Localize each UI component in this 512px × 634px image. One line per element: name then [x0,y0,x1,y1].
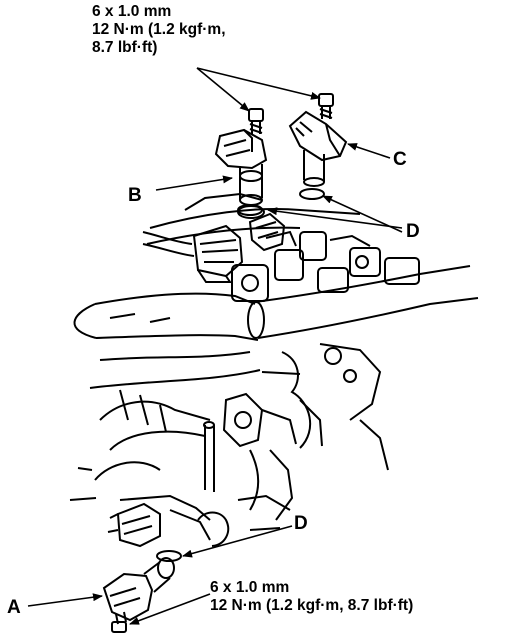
torque-spec-lower-size: 6 x 1.0 mm [210,579,290,596]
arrow-spec-to-bolt-b [196,67,250,112]
torque-spec-lower: 6 x 1.0 mm 12 N·m (1.2 kgf·m, 8.7 lbf·ft… [210,579,413,615]
sensor-a-drawing [102,502,182,633]
engine-block-outline [69,192,479,547]
torque-spec-upper: 6 x 1.0 mm 12 N·m (1.2 kgf·m, 8.7 lbf·ft… [92,3,226,57]
arrow-a [27,593,103,607]
sensor-c-drawing [288,93,348,200]
torque-spec-upper-torque: 12 N·m (1.2 kgf·m, [92,21,226,38]
torque-spec-lower-torque: 12 N·m (1.2 kgf·m, 8.7 lbf·ft) [210,597,414,614]
torque-spec-upper-torque-cont: 8.7 lbf·ft) [92,39,158,56]
leader-arrows [27,67,403,625]
arrow-d-upper-2 [322,195,403,233]
arrow-spec-to-bolt-c [196,67,321,100]
arrow-d-lower [182,525,293,558]
arrow-spec-to-bolt-a [129,593,211,625]
arrow-d-upper-1 [267,207,403,229]
arrow-b [155,175,233,191]
sensor-b-drawing [214,108,268,219]
callout-d-lower: D [294,513,308,534]
torque-spec-upper-size: 6 x 1.0 mm [92,3,172,20]
callout-c: C [393,149,407,170]
arrow-c [347,143,391,159]
callout-b: B [128,185,142,206]
callout-a: A [7,597,21,618]
wire-harness [142,224,244,283]
callout-d-upper: D [406,221,420,242]
